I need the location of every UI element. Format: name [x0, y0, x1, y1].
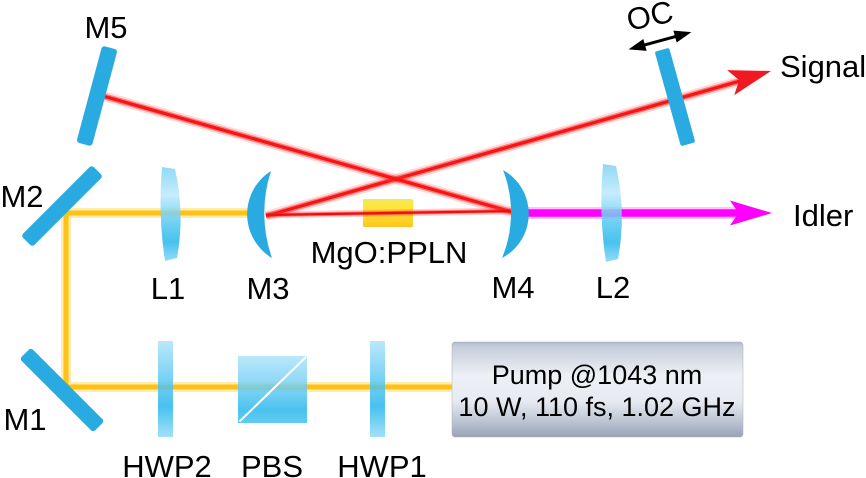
pump-text-line1: Pump @1043 nm [492, 360, 703, 390]
label-l2: L2 [596, 270, 630, 305]
label-crystal: MgO:PPLN [311, 235, 468, 270]
signal-beam [264, 70, 771, 221]
label-m1: M1 [3, 402, 46, 437]
label-m4: M4 [491, 270, 534, 305]
idler-beam [515, 200, 772, 226]
idler-arrowhead [730, 200, 772, 226]
pump-text-line2: 10 W, 110 fs, 1.02 GHz [458, 392, 735, 422]
intracavity-beam [265, 207, 513, 219]
label-m3: M3 [246, 271, 289, 306]
label-m2: M2 [0, 179, 43, 214]
oc-translation-arrow [628, 30, 692, 51]
mirror-m2 [22, 166, 102, 246]
mirror-m1 [20, 348, 104, 432]
curved-mirror-m3 [247, 171, 272, 258]
lens-l1 [160, 167, 181, 261]
curved-mirror-m4 [502, 170, 529, 258]
label-idler: Idler [793, 198, 853, 233]
signal-arrowhead [727, 70, 771, 96]
label-hwp1: HWP1 [337, 449, 427, 478]
label-oc: OC [623, 0, 676, 38]
mirror-m5 [77, 46, 117, 146]
polarizing-beam-splitter [238, 356, 307, 423]
label-hwp2: HWP2 [122, 449, 212, 478]
label-pbs: PBS [241, 449, 303, 478]
cavity-beam-m5-m4 [101, 91, 514, 217]
label-l1: L1 [151, 271, 185, 306]
label-m5: M5 [84, 10, 127, 45]
pbs-diagonal [238, 356, 307, 423]
half-wave-plate-hwp1 [370, 341, 385, 437]
half-wave-plate-hwp2 [158, 341, 173, 437]
lens-l2 [601, 164, 622, 262]
label-signal: Signal [780, 49, 866, 84]
output-coupler [655, 48, 695, 146]
